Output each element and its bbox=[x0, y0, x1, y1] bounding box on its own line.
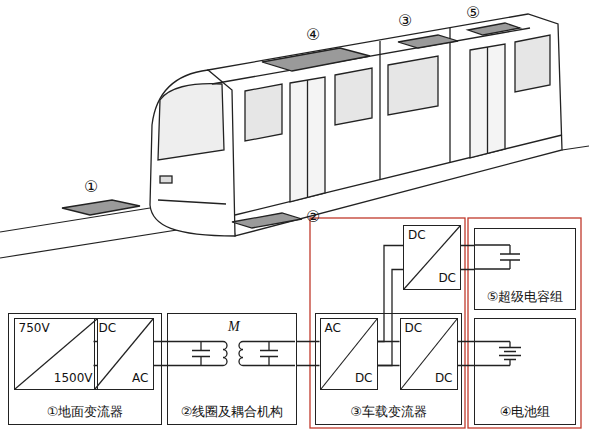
door bbox=[290, 77, 325, 202]
port-label: DC bbox=[405, 322, 423, 336]
converter-box: AC DC bbox=[320, 318, 378, 390]
port-label: 750V bbox=[19, 322, 50, 336]
port-label: DC bbox=[408, 229, 426, 243]
ground-coil-plate bbox=[62, 200, 140, 215]
articulation bbox=[449, 28, 450, 163]
power-wire bbox=[458, 342, 475, 366]
power-wire bbox=[297, 342, 320, 366]
roof-units bbox=[262, 23, 520, 71]
door-split bbox=[307, 80, 308, 197]
power-wire bbox=[378, 342, 400, 366]
capacitor-symbol bbox=[475, 245, 520, 269]
battery-symbol bbox=[475, 342, 521, 366]
headlight bbox=[160, 176, 172, 183]
ground-line bbox=[562, 146, 589, 150]
pickup-coil-plate bbox=[232, 213, 302, 228]
converter-box: DC DC bbox=[400, 318, 458, 390]
callout-number: ② bbox=[306, 208, 320, 226]
converter-box: DC AC bbox=[94, 318, 154, 390]
converter-box: ⑤超级电容组 bbox=[474, 228, 576, 310]
battery-roof-unit bbox=[262, 48, 370, 71]
converter-box: DC DC bbox=[403, 225, 461, 290]
window bbox=[245, 84, 282, 141]
window bbox=[515, 35, 550, 92]
converter-box: 750V 1500V bbox=[14, 318, 98, 390]
callout-number: ⑤ bbox=[466, 4, 480, 22]
mutual-inductance-label: M bbox=[228, 319, 240, 334]
window bbox=[388, 56, 438, 115]
red-frames bbox=[310, 218, 581, 428]
articulation bbox=[379, 41, 380, 180]
coupling-circuit bbox=[168, 342, 295, 366]
power-wire bbox=[461, 246, 474, 270]
group-box: ①地面变流器 750V 1500V DC AC bbox=[8, 313, 162, 425]
tram-front bbox=[150, 70, 235, 236]
port-label: DC bbox=[355, 372, 373, 386]
door bbox=[470, 44, 505, 158]
box-title: ⑤超级电容组 bbox=[475, 290, 575, 305]
callout-number: ③ bbox=[398, 12, 412, 30]
tram-body bbox=[62, 14, 562, 236]
group-box: ③车载变流器 AC DC DC DC bbox=[315, 313, 462, 425]
storage-frame bbox=[468, 218, 581, 428]
doors bbox=[290, 44, 505, 202]
callout-number: ① bbox=[84, 178, 98, 196]
converter-diagonal bbox=[321, 319, 377, 389]
port-label: DC bbox=[438, 272, 456, 286]
bumper bbox=[158, 200, 226, 204]
converter-box: ④电池组 bbox=[474, 318, 576, 425]
converter-diagonal bbox=[95, 319, 153, 389]
converter-diagonal bbox=[404, 226, 460, 289]
converter-diagonal bbox=[401, 319, 457, 389]
converter-diagonal bbox=[15, 319, 97, 389]
box-title: ②线圈及耦合机构 bbox=[168, 405, 296, 420]
windshield bbox=[158, 84, 224, 160]
window bbox=[335, 68, 372, 125]
converter-roof-unit bbox=[398, 35, 458, 48]
callout-number: ④ bbox=[306, 26, 320, 44]
port-label: 1500V bbox=[54, 372, 93, 386]
port-label: DC bbox=[435, 372, 453, 386]
port-label: AC bbox=[132, 372, 148, 386]
skirt-line bbox=[235, 135, 562, 215]
box-title: ①地面变流器 bbox=[9, 405, 161, 420]
port-label: DC bbox=[99, 322, 117, 336]
door-split bbox=[487, 47, 488, 153]
port-label: AC bbox=[325, 322, 341, 336]
tram-side bbox=[208, 14, 562, 236]
onboard-frame bbox=[310, 218, 465, 428]
supercap-roof-unit bbox=[468, 23, 520, 35]
box-title: ③车载变流器 bbox=[316, 405, 461, 420]
box-title: ④电池组 bbox=[475, 405, 575, 420]
power-wire bbox=[154, 342, 168, 366]
